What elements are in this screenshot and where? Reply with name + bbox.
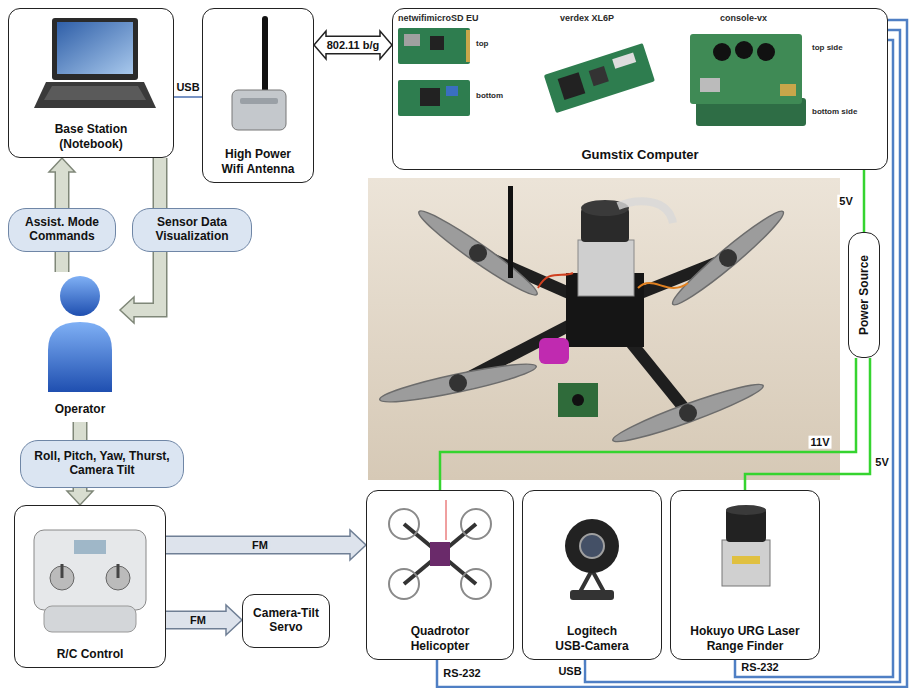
connector bbox=[314, 31, 392, 59]
controller-box: R/C Control bbox=[14, 505, 166, 668]
connector bbox=[160, 158, 161, 208]
connector-label: 802.11 b/g bbox=[325, 39, 382, 52]
connector bbox=[62, 252, 63, 272]
connector bbox=[67, 488, 93, 505]
person-icon bbox=[48, 276, 112, 392]
wire bbox=[863, 170, 866, 232]
node-label: Operator bbox=[55, 402, 106, 416]
wire bbox=[735, 40, 893, 677]
connector bbox=[166, 605, 242, 635]
flow-label: Assist. Mode Commands bbox=[8, 208, 116, 252]
arrow-body bbox=[74, 422, 86, 440]
wire bbox=[745, 358, 870, 490]
node-label: High Power Wifi Antenna bbox=[213, 147, 303, 176]
arrow-body bbox=[132, 252, 160, 310]
sensor-box: Hokuyo URG Laser Range Finder bbox=[670, 490, 820, 660]
vehicle-box: Quadrotor Helicopter bbox=[366, 490, 514, 660]
arrow-outline bbox=[73, 422, 88, 440]
node-label: Gumstix Computer bbox=[581, 147, 698, 163]
node-label: Quadrotor Helicopter bbox=[395, 624, 485, 653]
laptop-icon bbox=[34, 18, 156, 108]
arrow-head bbox=[226, 605, 242, 635]
node-label: Logitech USB-Camera bbox=[552, 624, 632, 653]
node-label: R/C Control bbox=[57, 647, 124, 661]
node-label: Assist. Mode Commands bbox=[14, 215, 110, 244]
webcam-icon bbox=[565, 519, 619, 600]
connector bbox=[166, 530, 366, 560]
connector-label: FM bbox=[250, 539, 270, 552]
arrow-body bbox=[166, 612, 228, 628]
arrow-head bbox=[49, 158, 75, 172]
arrow-head bbox=[67, 491, 93, 505]
board-label: top side bbox=[812, 44, 843, 53]
operator-figure: Operator bbox=[40, 272, 120, 422]
connector bbox=[585, 30, 900, 682]
board-label: netwifimicroSD EU bbox=[398, 14, 479, 24]
power-box: Power Source bbox=[848, 232, 880, 358]
node-label: Sensor Data Visualization bbox=[137, 215, 247, 244]
arrow-body bbox=[324, 37, 382, 53]
connector bbox=[49, 158, 75, 208]
quadrotor-photo bbox=[368, 178, 840, 480]
board-label: verdex XL6P bbox=[560, 14, 614, 24]
board-label: console-vx bbox=[720, 14, 767, 24]
wire bbox=[440, 358, 856, 490]
connector bbox=[80, 422, 81, 440]
arrow-body bbox=[56, 170, 68, 208]
board-label: bottom side bbox=[812, 108, 857, 117]
board-label: top bbox=[476, 40, 488, 49]
camera-box: Logitech USB-Camera bbox=[522, 490, 662, 660]
arrow-body bbox=[154, 158, 166, 208]
antenna-box: High Power Wifi Antenna bbox=[202, 8, 314, 183]
connector-label: 5V bbox=[873, 456, 890, 469]
connector-label: 11V bbox=[809, 436, 832, 449]
wire bbox=[174, 96, 202, 98]
wire bbox=[585, 30, 900, 682]
connector-label: USB bbox=[556, 665, 583, 678]
node-label: Camera-Tilt Servo bbox=[247, 606, 325, 635]
arrow-outline bbox=[55, 252, 70, 272]
node-label: Roll, Pitch, Yaw, Thurst, Camera Tilt bbox=[27, 449, 177, 478]
station-box: Base Station (Notebook) bbox=[8, 8, 174, 158]
arrow-head bbox=[350, 530, 366, 560]
flow-label: Roll, Pitch, Yaw, Thurst, Camera Tilt bbox=[20, 440, 184, 488]
pcb-boards bbox=[398, 28, 806, 126]
node-label: Base Station (Notebook) bbox=[41, 122, 141, 151]
connector bbox=[440, 358, 856, 490]
arrow-head bbox=[120, 297, 134, 323]
connector-label: USB bbox=[174, 81, 201, 94]
arrow-outline bbox=[153, 158, 168, 208]
rc-transmitter-icon bbox=[34, 530, 146, 632]
connector bbox=[174, 97, 202, 98]
connector bbox=[437, 20, 907, 687]
connector-label: FM bbox=[188, 614, 208, 627]
node-label: Power Source bbox=[857, 255, 871, 335]
connector-label: 5V bbox=[837, 195, 854, 208]
connector bbox=[864, 170, 865, 232]
arrow-body bbox=[74, 488, 86, 493]
connector-label: RS-232 bbox=[441, 667, 482, 680]
board-label: bottom bbox=[476, 92, 503, 101]
flow-label: Sensor Data Visualization bbox=[132, 208, 252, 252]
connector-label: RS-232 bbox=[739, 661, 780, 674]
arrow-body bbox=[56, 252, 68, 272]
connector bbox=[745, 358, 870, 490]
computer-box: Gumstix Computer bbox=[392, 8, 888, 170]
antenna-icon bbox=[232, 16, 286, 130]
quadrotor-icon bbox=[389, 500, 491, 599]
node-label: Hokuyo URG Laser Range Finder bbox=[680, 624, 810, 653]
arrow-body bbox=[166, 537, 352, 553]
servo-box: Camera-Tilt Servo bbox=[242, 594, 330, 648]
laser-scanner-icon bbox=[722, 505, 770, 586]
wire bbox=[437, 20, 907, 687]
connector bbox=[120, 252, 160, 323]
connector bbox=[735, 40, 893, 677]
